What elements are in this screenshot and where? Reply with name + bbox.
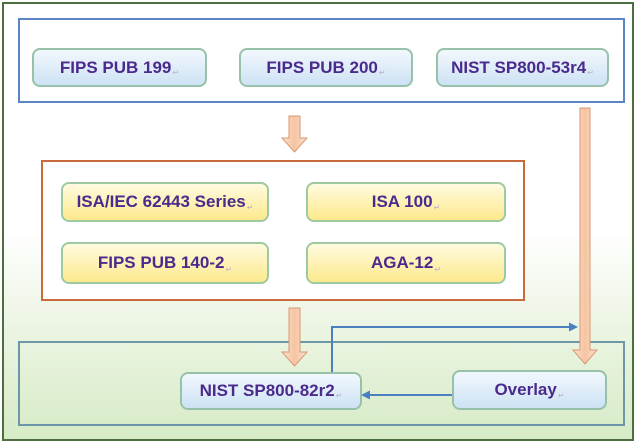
box-fips-pub-200: FIPS PUB 200↵ [239,48,413,87]
box-label: Overlay [494,380,557,399]
box-isa-iec-62443: ISA/IEC 62443 Series↵ [61,182,269,222]
result-group [18,341,625,426]
box-aga-12: AGA-12↵ [306,242,506,284]
box-nist-sp800-82r2: NIST SP800-82r2↵ [180,372,362,410]
box-nist-sp800-53r4: NIST SP800-53r4↵ [436,48,609,87]
box-label: FIPS PUB 140-2 [97,253,225,272]
box-label: FIPS PUB 200 [266,57,378,77]
box-label: NIST SP800-82r2 [199,381,335,400]
arrow-top-to-middle [280,115,309,153]
box-label: ISA/IEC 62443 Series [76,192,246,211]
arrow-53r4-to-overlay [571,107,599,365]
box-isa-100: ISA 100↵ [306,182,506,222]
box-fips-pub-199: FIPS PUB 199↵ [32,48,207,87]
arrow-nist82-feedback [331,322,578,374]
box-label: NIST SP800-53r4 [451,57,587,77]
box-label: FIPS PUB 199 [59,57,172,77]
box-label: AGA-12 [370,253,434,272]
box-overlay: Overlay↵ [452,370,607,410]
box-fips-pub-140-2: FIPS PUB 140-2↵ [61,242,269,284]
box-label: ISA 100 [371,192,433,211]
arrow-middle-to-nist82 [280,307,309,367]
